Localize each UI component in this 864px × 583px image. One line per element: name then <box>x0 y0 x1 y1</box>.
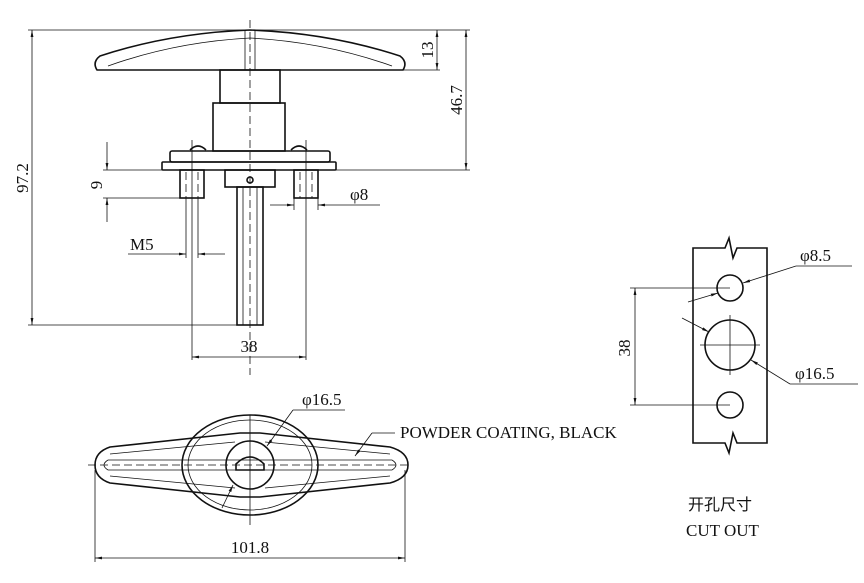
cutout-title-cn: 开孔尺寸 <box>688 495 752 514</box>
dim-thread: M5 <box>130 235 154 254</box>
dim-stud-diameter: φ8 <box>350 185 368 204</box>
dim-total-height: 97.2 <box>13 163 32 193</box>
note-finish: POWDER COATING, BLACK <box>400 423 617 442</box>
body <box>212 102 286 152</box>
center-cylinder <box>225 440 275 490</box>
dim-handle-length: 101.8 <box>231 538 269 557</box>
cutout-view: 38 φ8.5 φ16.5 开孔尺寸 CUT OUT <box>615 235 858 540</box>
dim-stud-spacing: 38 <box>241 337 258 356</box>
dim-stud-length: 9 <box>87 181 106 190</box>
cutout-title-en: CUT OUT <box>686 521 759 540</box>
dim-hole-spacing: 38 <box>615 340 634 357</box>
dim-center-diameter: φ16.5 <box>302 390 342 409</box>
dim-above-plate: 46.7 <box>447 85 466 115</box>
handle-outline <box>94 432 409 498</box>
cutout-panel <box>692 235 768 456</box>
dim-large-hole: φ16.5 <box>795 364 835 383</box>
top-view: 101.8 φ16.5 POWDER COATING, BLACK <box>88 390 617 562</box>
dim-small-hole: φ8.5 <box>800 246 831 265</box>
dim-handle-height: 13 <box>418 42 437 59</box>
front-view: 97.2 13 46.7 9 φ8 M5 38 <box>13 20 470 375</box>
